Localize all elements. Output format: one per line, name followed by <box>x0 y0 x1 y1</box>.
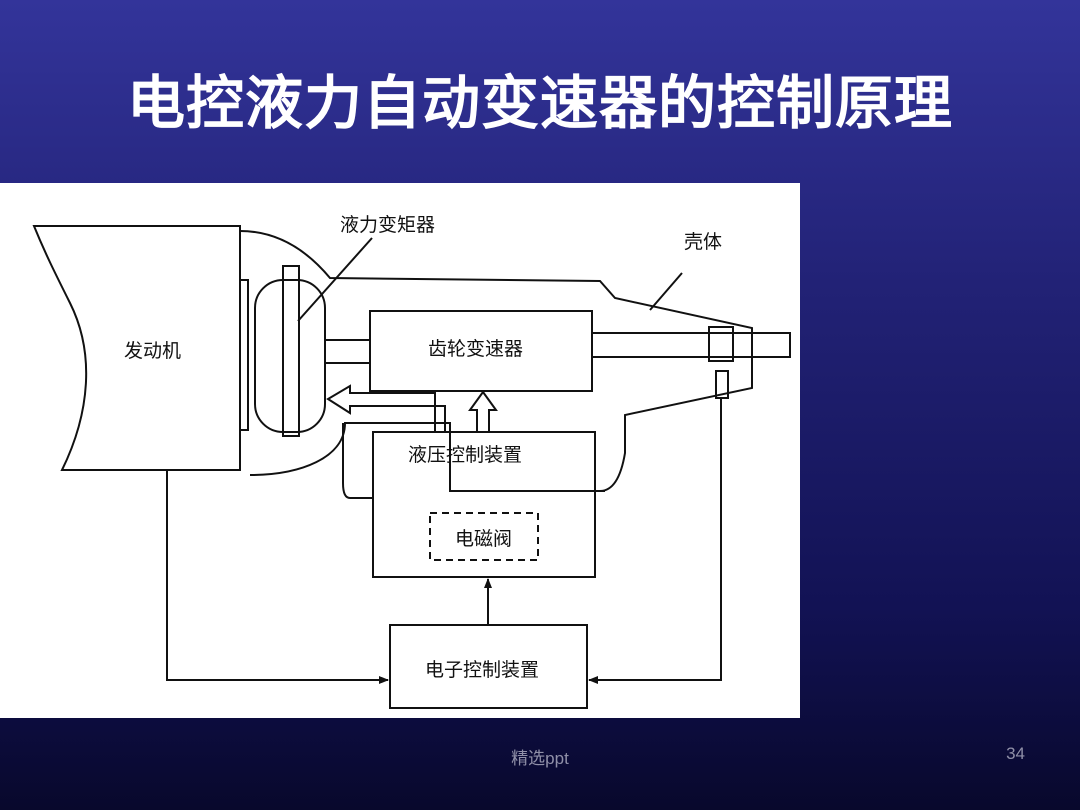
engine-block <box>32 225 241 471</box>
signal-line-sensor <box>588 398 722 684</box>
input-shaft <box>324 339 371 364</box>
hydraulic-control-block <box>372 431 596 578</box>
oil-path-hydraulic-left <box>342 423 373 499</box>
torque-converter-plate <box>282 265 300 437</box>
speed-sensor-collar <box>708 326 734 362</box>
signal-line-engine <box>166 470 389 684</box>
diagram-canvas: 液力变矩器 壳体 发动机 齿轮变速器 液压控制装置 电磁阀 电子控制装置 <box>32 214 791 709</box>
page-number: 34 <box>1006 744 1025 763</box>
solenoid-valve-block <box>429 512 539 561</box>
label-torque-converter: 液力变矩器 <box>340 214 435 236</box>
hollow-arrow-to-gearbox <box>468 390 498 432</box>
slide-title: 电控液力自动变速器的控制原理 <box>126 69 953 137</box>
transmission-diagram: 液力变矩器 壳体 发动机 齿轮变速器 液压控制装置 电磁阀 电子控制装置 <box>0 183 800 718</box>
footer-text: 精选ppt <box>511 749 569 768</box>
label-electronic-control: 电子控制装置 <box>425 659 539 681</box>
hollow-arrow-to-converter <box>326 384 446 432</box>
label-engine: 发动机 <box>124 340 181 362</box>
output-shaft <box>591 332 791 358</box>
label-solenoid-valve: 电磁阀 <box>455 528 512 550</box>
leader-line-torque-converter <box>297 237 373 322</box>
housing-outline <box>239 230 753 492</box>
label-housing: 壳体 <box>684 231 722 253</box>
label-hydraulic-control: 液压控制装置 <box>408 444 522 466</box>
flywheel-plate <box>239 279 249 431</box>
leader-line-housing <box>649 272 683 311</box>
label-gearbox: 齿轮变速器 <box>428 338 523 360</box>
